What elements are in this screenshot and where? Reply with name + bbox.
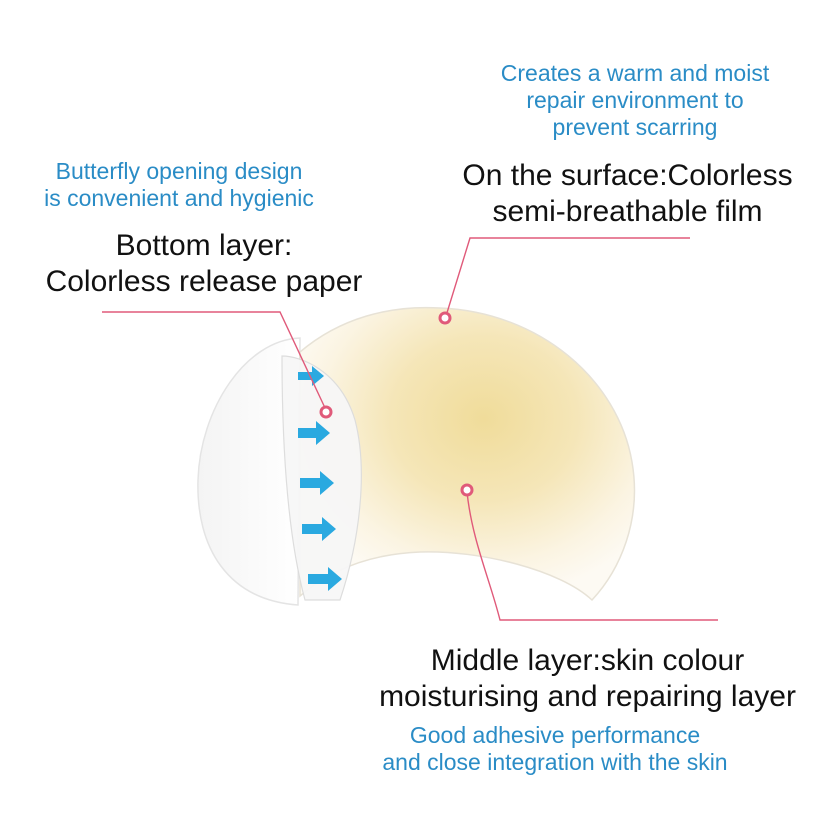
caption-warm-environment: Creates a warm and moist repair environm… (500, 60, 770, 141)
leader-lines (102, 237, 718, 621)
marker-bottom (319, 405, 333, 419)
leader-line-bottom (102, 311, 327, 411)
arrow-right-icon (298, 366, 342, 591)
marker-surface (438, 311, 452, 325)
leader-line-surface (445, 237, 690, 317)
release-paper-sheet (197, 337, 301, 606)
caption-butterfly-opening: Butterfly opening design is convenient a… (44, 158, 314, 212)
leader-line-middle (466, 491, 718, 621)
leader-markers (319, 311, 474, 497)
patch-body (299, 306, 636, 602)
caption-adhesive: Good adhesive performance and close inte… (382, 722, 728, 776)
marker-middle (460, 483, 474, 497)
label-surface-film: On the surface:Colorless semi-breathable… (462, 159, 793, 228)
label-middle-layer: Middle layer:skin colour moisturising an… (379, 644, 796, 713)
label-bottom-layer: Bottom layer: Colorless release paper (45, 229, 363, 298)
